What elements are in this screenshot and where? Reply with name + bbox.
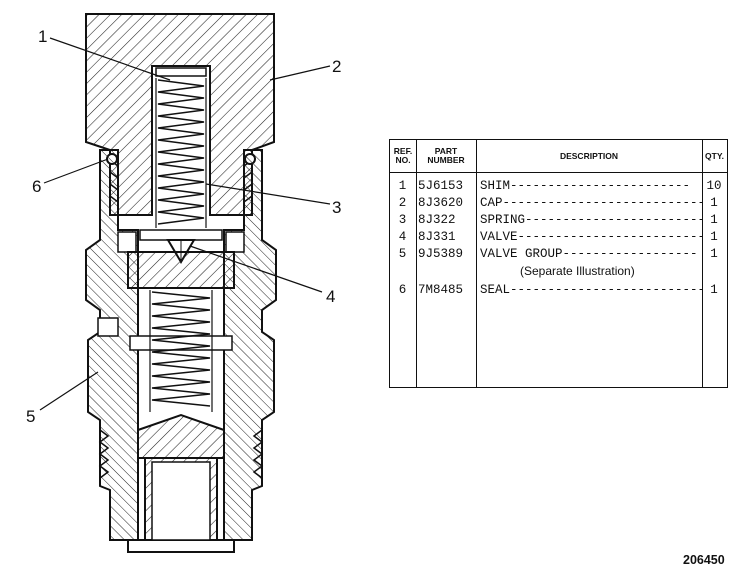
parts-list-table: REF. NO. PART NUMBER DESCRIPTION QTY. 1 … [389, 139, 728, 388]
row-part-number: 7M8485 [418, 283, 464, 297]
row-qty: 1 [710, 196, 718, 210]
header-ref-line2: NO. [395, 155, 411, 165]
column-divider [702, 140, 703, 387]
table-row-note: (Separate Illustration) [390, 263, 727, 280]
callout-5: 5 [26, 407, 35, 426]
header-ref-no: REF. NO. [390, 140, 416, 172]
row-description: CAP--------------------------- [480, 196, 702, 210]
row-part-number: 8J331 [418, 230, 456, 244]
header-qty: QTY. [705, 150, 724, 161]
row-ref: 6 [398, 283, 407, 297]
row-qty: 1 [710, 213, 718, 227]
header-part-line1: PART [434, 146, 458, 156]
table-row: 3 8J322 SPRING------------------------ 1 [390, 212, 727, 229]
callout-4: 4 [326, 287, 335, 306]
row-qty: 10 [706, 179, 722, 193]
row-description: VALVE GROUP------------------ [480, 247, 698, 261]
header-part-number: PART NUMBER [416, 140, 476, 172]
header-description: DESCRIPTION [559, 150, 619, 161]
row-description: SPRING------------------------ [480, 213, 702, 227]
row-part-number: 8J3620 [418, 196, 464, 210]
table-row: 4 8J331 VALVE------------------------- 1 [390, 229, 727, 246]
table-row: 6 7M8485 SEAL-------------------------- … [390, 282, 727, 299]
row-description: SHIM------------------------ [480, 179, 691, 193]
valve-part [127, 229, 235, 289]
spring-upper [155, 78, 207, 228]
row-part-number: 5J6153 [418, 179, 464, 193]
valve-body-part [85, 149, 277, 553]
table-row: 2 8J3620 CAP--------------------------- … [390, 195, 727, 212]
row-ref: 2 [398, 196, 407, 210]
spring-lower [149, 290, 213, 412]
shim-part [155, 67, 207, 77]
figure-number: 206450 [683, 553, 725, 567]
separate-illustration-note: (Separate Illustration) [520, 264, 635, 278]
row-qty: 1 [710, 283, 718, 297]
row-description: VALVE------------------------- [480, 230, 702, 244]
callout-2: 2 [332, 57, 341, 76]
callout-6: 6 [32, 177, 41, 196]
valve-cross-section-drawing: 1 2 3 4 5 6 [26, 13, 341, 553]
callout-3: 3 [332, 198, 341, 217]
header-part-line2: NUMBER [427, 155, 465, 165]
table-row: 1 5J6153 SHIM------------------------ 10 [390, 178, 727, 195]
callout-1: 1 [38, 27, 47, 46]
row-qty: 1 [710, 247, 718, 261]
row-description: SEAL-------------------------- [480, 283, 702, 297]
row-ref: 1 [398, 179, 407, 193]
table-row: 5 9J5389 VALVE GROUP------------------ 1 [390, 246, 727, 263]
row-ref: 4 [398, 230, 407, 244]
row-qty: 1 [710, 230, 718, 244]
callout-leaders [39, 37, 331, 411]
row-part-number: 8J322 [418, 213, 456, 227]
column-divider [476, 140, 477, 387]
row-ref: 5 [398, 247, 407, 261]
row-ref: 3 [398, 213, 407, 227]
header-ref-line1: REF. [393, 146, 413, 156]
table-header-row: REF. NO. PART NUMBER DESCRIPTION QTY. [390, 140, 727, 173]
row-part-number: 9J5389 [418, 247, 464, 261]
column-divider [416, 140, 417, 387]
